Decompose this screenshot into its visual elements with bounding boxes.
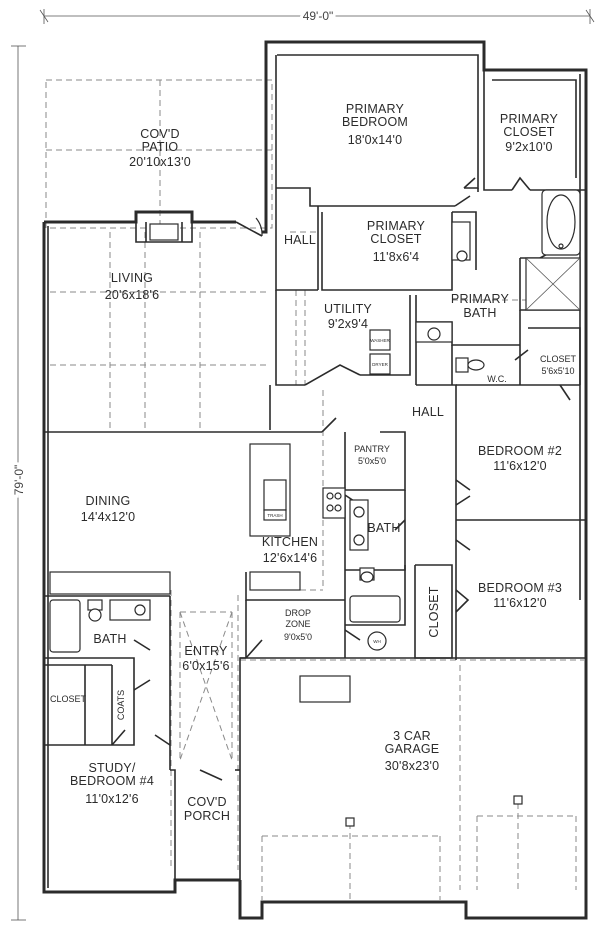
bath-left-label: BATH <box>93 632 126 646</box>
study-size: 11'0x12'6 <box>85 792 139 806</box>
primary-closet-mid-line1: PRIMARY <box>367 219 426 233</box>
bath-mid-label: BATH <box>367 521 400 535</box>
primary-closet-mid-line2: CLOSET <box>370 232 421 246</box>
entry-label: ENTRY <box>184 644 228 658</box>
entry-size: 6'0x15'6 <box>182 659 229 673</box>
trash-label: TRASH <box>267 513 282 518</box>
interior-walls <box>44 70 586 892</box>
dashed-lines <box>45 79 584 900</box>
utility-label: UTILITY <box>324 302 372 316</box>
closet-right-size: 5'6x5'10 <box>542 366 575 376</box>
bedroom-2-size: 11'6x12'0 <box>493 459 547 473</box>
fixtures: WASHER DRYER TRASH WH <box>49 189 581 827</box>
room-labels: COV'D PATIO 20'10x13'0 PRIMARY BEDROOM 1… <box>50 102 577 823</box>
living-size: 20'6x18'6 <box>105 288 160 302</box>
garage-line2: GARAGE <box>385 742 440 756</box>
coats-label: COATS <box>116 690 126 720</box>
primary-bedroom-line2: BEDROOM <box>342 115 408 129</box>
drop-zone-size: 9'0x5'0 <box>284 632 312 642</box>
primary-closet-mid-size: 11'8x6'4 <box>373 250 419 264</box>
hall-mid-label: HALL <box>412 405 444 419</box>
width-dimension: 49'-0" <box>303 9 334 23</box>
wc-label: W.C. <box>487 374 507 384</box>
covd-patio-line2: PATIO <box>142 140 179 154</box>
kitchen-size: 12'6x14'6 <box>263 551 318 565</box>
washer-label: WASHER <box>370 338 390 343</box>
drop-zone-line2: ZONE <box>285 619 310 629</box>
bedroom-3-label: BEDROOM #3 <box>478 581 562 595</box>
study-line2: BEDROOM #4 <box>70 774 154 788</box>
kitchen-label: KITCHEN <box>262 535 318 549</box>
pantry-label: PANTRY <box>354 444 390 454</box>
height-dimension: 79'-0" <box>12 465 26 496</box>
bedroom-2-label: BEDROOM #2 <box>478 444 562 458</box>
pantry-size: 5'0x5'0 <box>358 456 386 466</box>
closet-left-label: CLOSET <box>50 694 87 704</box>
covd-porch-line1: COV'D <box>187 795 227 809</box>
closet-right-label: CLOSET <box>540 354 577 364</box>
primary-bath-line2: BATH <box>463 306 496 320</box>
hall-top-label: HALL <box>284 233 316 247</box>
primary-bedroom-line1: PRIMARY <box>346 102 405 116</box>
water-heater-label: WH <box>373 639 381 644</box>
drop-zone-line1: DROP <box>285 608 311 618</box>
study-line1: STUDY/ <box>88 761 135 775</box>
primary-closet-top-line1: PRIMARY <box>500 112 559 126</box>
covd-patio-line1: COV'D <box>140 127 180 141</box>
dimension-lines <box>11 9 595 921</box>
dryer-label: DRYER <box>372 362 388 367</box>
utility-size: 9'2x9'4 <box>328 317 368 331</box>
closet-vertical-label: CLOSET <box>427 586 441 637</box>
garage-line1: 3 CAR <box>393 729 431 743</box>
living-label: LIVING <box>111 271 153 285</box>
primary-bath-line1: PRIMARY <box>451 292 510 306</box>
garage-size: 30'8x23'0 <box>385 759 440 773</box>
primary-closet-top-line2: CLOSET <box>503 125 554 139</box>
dining-label: DINING <box>86 494 131 508</box>
primary-closet-top-size: 9'2x10'0 <box>505 140 552 154</box>
primary-bedroom-size: 18'0x14'0 <box>348 133 403 147</box>
covd-patio-size: 20'10x13'0 <box>129 155 191 169</box>
bedroom-3-size: 11'6x12'0 <box>493 596 547 610</box>
dining-size: 14'4x12'0 <box>81 510 136 524</box>
covd-porch-line2: PORCH <box>184 809 230 823</box>
